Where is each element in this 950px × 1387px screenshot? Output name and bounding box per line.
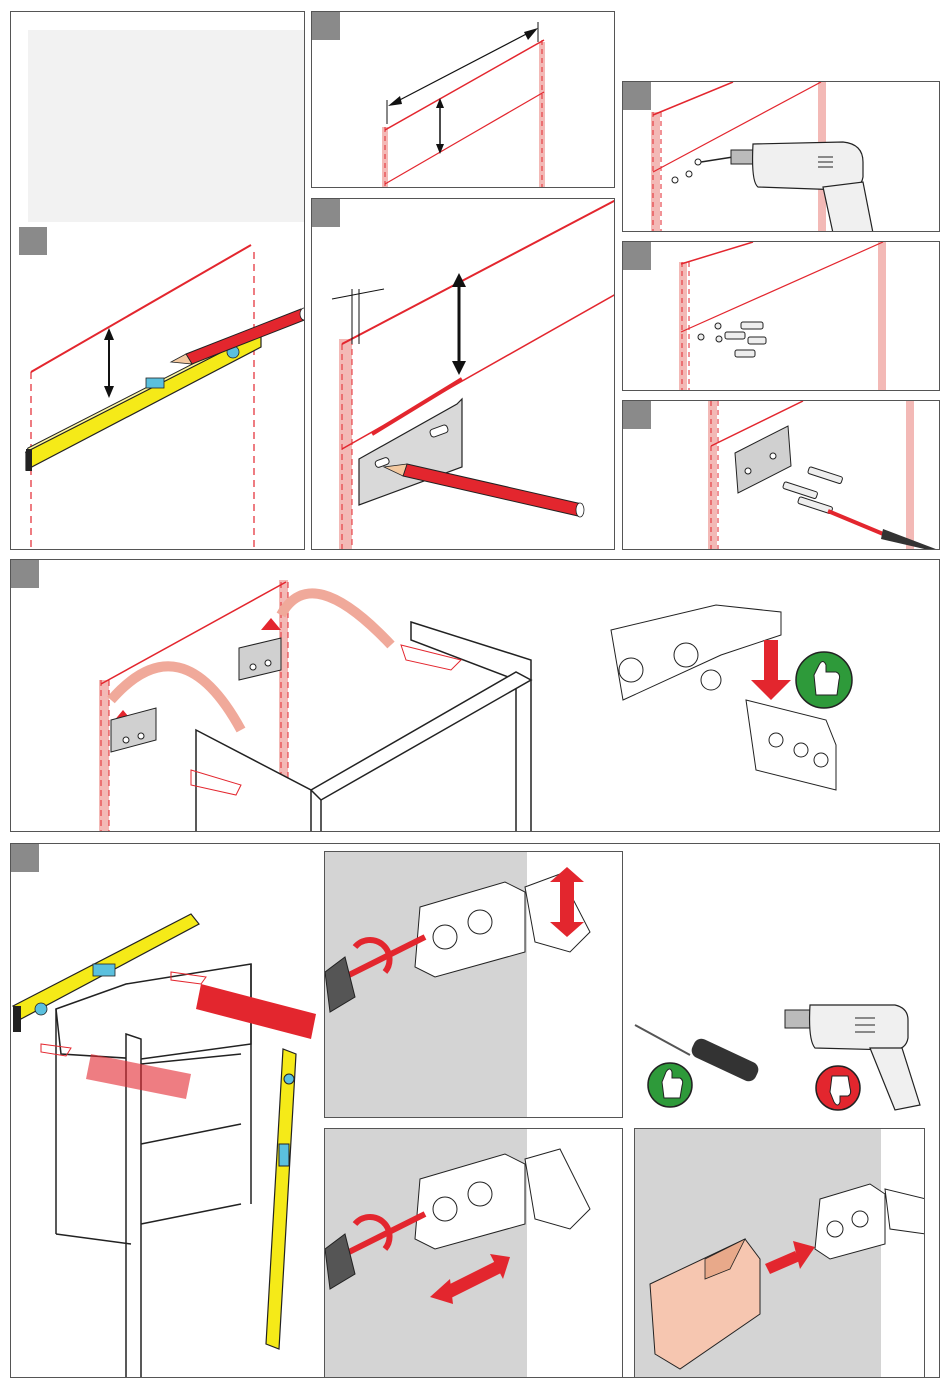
thumbs-up-icon bbox=[796, 652, 852, 708]
step-2-panel bbox=[311, 11, 615, 188]
pencil-icon bbox=[384, 464, 584, 517]
bracket-icon bbox=[735, 426, 791, 493]
drill-icon bbox=[701, 142, 873, 232]
step-1-panel bbox=[10, 11, 305, 550]
step-3-panel bbox=[311, 198, 615, 550]
width-measure-illustration bbox=[312, 12, 615, 188]
adjust-depth-panel bbox=[324, 1128, 623, 1378]
cover-cap-panel bbox=[634, 1128, 925, 1378]
bracket-marking-illustration bbox=[312, 199, 615, 550]
step-5-panel bbox=[622, 241, 940, 391]
screw-bracket-illustration bbox=[623, 401, 940, 550]
height-arrow-icon bbox=[104, 328, 114, 398]
down-arrow bbox=[751, 640, 791, 700]
insert-plugs-illustration bbox=[623, 242, 940, 391]
cover-cap-illustration bbox=[635, 1129, 925, 1378]
thumbs-down-icon bbox=[816, 1066, 860, 1110]
height-arrow-icon bbox=[436, 98, 444, 154]
step-6-panel bbox=[622, 400, 940, 550]
adjust-height-illustration bbox=[325, 852, 623, 1118]
level-marking-illustration bbox=[11, 12, 305, 550]
cabinet-icon bbox=[56, 964, 251, 1378]
vertical-level bbox=[266, 1049, 296, 1349]
tool-choice-illustration bbox=[630, 1000, 930, 1120]
step-4-panel bbox=[622, 81, 940, 232]
thumbs-up-icon bbox=[648, 1063, 692, 1107]
tools-panel bbox=[630, 1000, 930, 1120]
wall-plug-icon bbox=[698, 322, 766, 357]
hang-cabinet-illustration bbox=[11, 560, 940, 832]
screw-icon bbox=[782, 467, 842, 514]
screwdriver-icon bbox=[828, 511, 940, 550]
adjust-depth-illustration bbox=[325, 1129, 623, 1378]
adjust-height-panel bbox=[324, 851, 623, 1118]
step-7-panel bbox=[10, 559, 940, 832]
drill-holes-illustration bbox=[623, 82, 940, 232]
height-arrow-icon bbox=[452, 273, 466, 375]
